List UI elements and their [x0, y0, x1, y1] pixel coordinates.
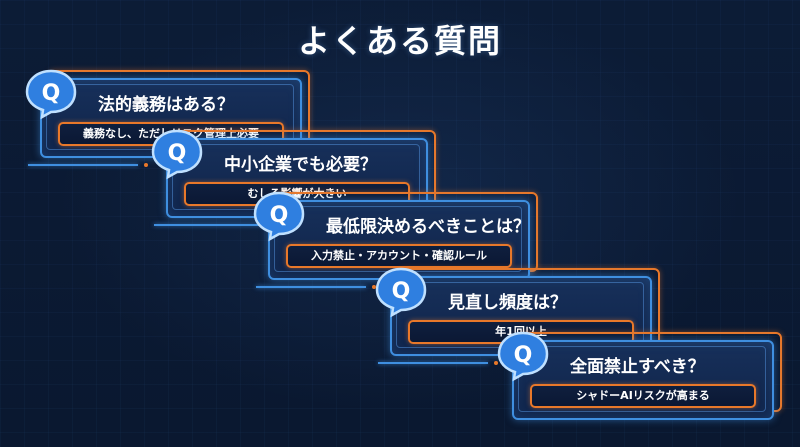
card-deco-dot: [372, 285, 376, 289]
badge-letter: Q: [514, 343, 533, 368]
faq-question: 全面禁止すべき？: [570, 357, 705, 377]
badge-letter: Q: [392, 279, 411, 304]
question-badge-icon: Q: [497, 331, 549, 382]
question-badge-icon: Q: [151, 129, 203, 180]
badge-letter: Q: [168, 141, 187, 166]
question-badge-icon: Q: [25, 69, 77, 120]
badge-letter: Q: [42, 81, 61, 106]
card-deco-line: [378, 362, 488, 364]
faq-answer: 入力禁止・アカウント・確認ルール: [286, 244, 512, 268]
faq-question: 最低限決めるべきことは？: [326, 217, 530, 237]
faq-card-5: Q 全面禁止すべき？ シャドーAIリスクが高まる: [497, 331, 782, 420]
card-deco-line: [256, 286, 366, 288]
page-title: よくある質問: [297, 22, 502, 60]
card-deco-line: [154, 224, 264, 226]
faq-question: 見直し頻度は？: [448, 293, 567, 313]
faq-card-3: Q 最低限決めるべきことは？ 入力禁止・アカウント・確認ルール: [253, 191, 538, 289]
card-inner-frame: [518, 346, 766, 412]
question-badge-icon: Q: [253, 191, 305, 242]
question-badge-icon: Q: [375, 267, 427, 318]
badge-letter: Q: [270, 203, 289, 228]
card-deco-dot: [494, 361, 498, 365]
faq-card-2: Q 中小企業でも必要？ むしろ影響が大きい: [151, 129, 436, 227]
card-deco-line: [28, 164, 138, 166]
faq-question: 中小企業でも必要？: [224, 155, 377, 175]
faq-answer: シャドーAIリスクが高まる: [530, 384, 756, 408]
card-deco-dot: [144, 163, 148, 167]
faq-question: 法的義務はある？: [98, 95, 234, 115]
